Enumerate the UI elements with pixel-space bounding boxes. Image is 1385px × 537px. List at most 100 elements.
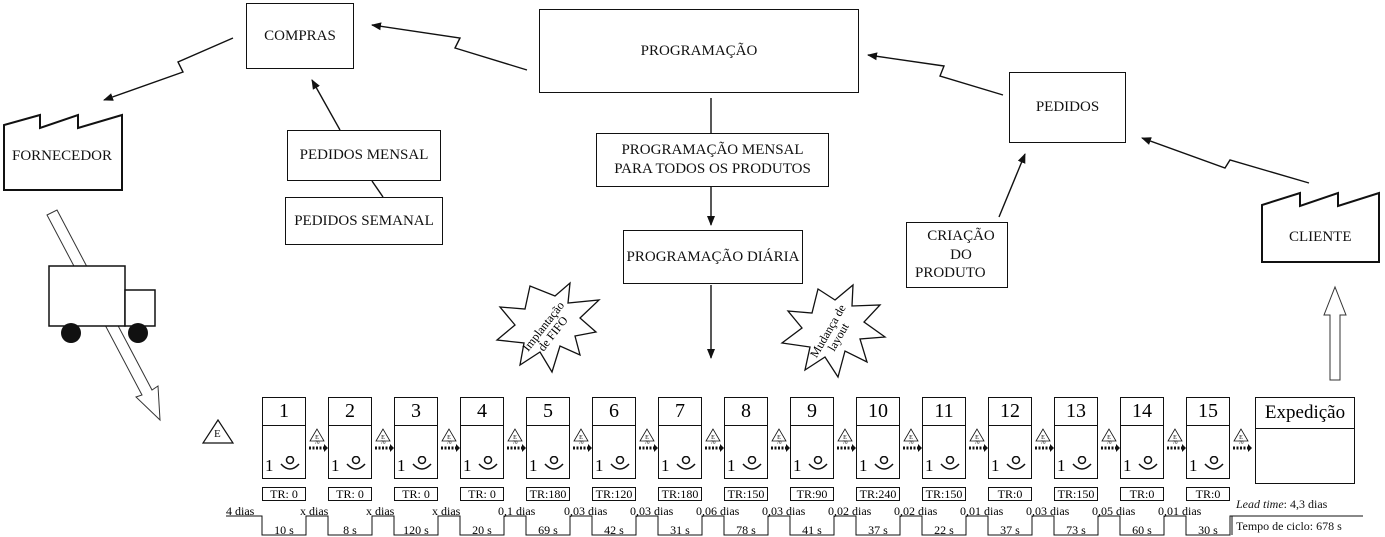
inventory-main-label: E — [214, 428, 221, 440]
timeline-cycle-time: 69 s — [538, 523, 558, 537]
inventory-small-qty: 70 — [843, 441, 849, 446]
process-number: 7 — [659, 398, 701, 426]
process-number: 15 — [1187, 398, 1229, 426]
fornecedor-factory-icon — [3, 113, 123, 191]
timeline-wave — [226, 515, 1252, 536]
timeline-cycle-time: 37 s — [1000, 523, 1020, 537]
inventory-triangle-small — [507, 428, 523, 442]
timeline-wait-time: 0,03 dias — [762, 504, 806, 518]
inventory-small-label: E — [1173, 435, 1177, 441]
expedicao-title: Expedição — [1256, 398, 1354, 429]
timeline-wait-time: 0,06 dias — [696, 504, 740, 518]
timeline-wait-time: 0,03 dias — [630, 504, 674, 518]
inventory-small-label: E — [645, 435, 649, 441]
process-number: 3 — [395, 398, 437, 426]
operator-count: 1 — [265, 456, 274, 475]
timeline-cycle-time: 78 s — [736, 523, 756, 537]
operator-icon — [346, 456, 366, 470]
push-arrow-head — [1116, 444, 1120, 452]
timeline-cycle-time: 73 s — [1066, 523, 1086, 537]
push-arrow-head — [522, 444, 526, 452]
cliente-label: CLIENTE — [1289, 229, 1352, 245]
programacao-box: PROGRAMAÇÃO — [539, 9, 859, 93]
pedidos-semanal-box: PEDIDOS SEMANAL — [285, 197, 443, 245]
compras-box: COMPRAS — [246, 3, 354, 69]
changeover-time: TR:0 — [988, 487, 1032, 501]
timeline-cycle-time: 120 s — [403, 523, 429, 537]
info-arrow-compras-fornecedor — [103, 37, 234, 101]
inventory-small-label: E — [381, 435, 385, 441]
operator-count: 1 — [793, 456, 802, 475]
inventory-triangle-small — [903, 428, 919, 442]
inventory-triangle-small — [573, 428, 589, 442]
inventory-small-label: E — [777, 435, 781, 441]
push-arrow-head — [918, 444, 922, 452]
kaizen-burst-fifo — [495, 281, 601, 374]
operator-icon — [1006, 456, 1026, 470]
changeover-time: TR:0 — [1120, 487, 1164, 501]
operator-icon — [742, 456, 762, 470]
process-number: 5 — [527, 398, 569, 426]
push-arrow-head — [324, 444, 328, 452]
timeline-wait-time: x dias — [300, 504, 329, 518]
inventory-small-qty: 70 — [711, 441, 717, 446]
pedidos-box: PEDIDOS — [1009, 72, 1126, 143]
timeline-cycle-time: 10 s — [274, 523, 294, 537]
operator-count: 1 — [925, 456, 934, 475]
expedicao-box: Expedição — [1255, 397, 1355, 484]
timeline-wait-time: 0,05 dias — [1092, 504, 1136, 518]
inventory-small-qty: 70 — [909, 441, 915, 446]
inventory-small-label: E — [711, 435, 715, 441]
process-number: 1 — [263, 398, 305, 426]
timeline-cycle-time: 20 s — [472, 523, 492, 537]
operator-icon — [940, 456, 960, 470]
process-number: 13 — [1055, 398, 1097, 426]
inventory-small-qty: 70 — [645, 441, 651, 446]
timeline-wait-time: 0,1 dias — [498, 504, 536, 518]
operator-count: 1 — [991, 456, 1000, 475]
timeline-cycle-time: 42 s — [604, 523, 624, 537]
process-number: 9 — [791, 398, 833, 426]
inventory-triangle-small — [639, 428, 655, 442]
info-arrow-pedidos-programacao — [867, 52, 1004, 96]
timeline-wait-time: 0,01 dias — [1158, 504, 1202, 518]
tempo-ciclo-text: Tempo de ciclo: 678 s — [1236, 519, 1342, 533]
push-arrow-head — [984, 444, 988, 452]
process-number: 12 — [989, 398, 1031, 426]
operator-icon — [676, 456, 696, 470]
timeline-cycle-time: 31 s — [670, 523, 690, 537]
operator-icon — [1072, 456, 1092, 470]
process-number: 2 — [329, 398, 371, 426]
inventory-small-label: E — [1041, 435, 1045, 441]
timeline-wait-time: x dias — [432, 504, 461, 518]
timeline-cycle-time: 30 s — [1198, 523, 1218, 537]
operator-count: 1 — [859, 456, 868, 475]
line-mensal-semanal — [371, 180, 384, 198]
inventory-small-label: E — [975, 435, 979, 441]
inventory-small-label: E — [315, 435, 319, 441]
timeline-cycle-time: 37 s — [868, 523, 888, 537]
changeover-time: TR:120 — [592, 487, 636, 501]
operator-count: 1 — [331, 456, 340, 475]
inventory-small-label: E — [447, 435, 451, 441]
timeline-wait-time: 4 dias — [226, 504, 255, 518]
push-arrow-head — [456, 444, 460, 452]
inventory-small-label: E — [843, 435, 847, 441]
inventory-triangle-main — [201, 418, 235, 444]
timeline-wait-time: 0,03 dias — [1026, 504, 1070, 518]
push-arrow-head — [786, 444, 790, 452]
changeover-time: TR: 0 — [328, 487, 372, 501]
changeover-time: TR:150 — [1054, 487, 1098, 501]
inventory-triangle-small — [375, 428, 391, 442]
inventory-triangle-small — [441, 428, 457, 442]
lead-time-text: Lead time: 4,3 dias — [1236, 497, 1328, 511]
programacao-diaria-box: PROGRAMAÇÃO DIÁRIA — [623, 230, 803, 284]
push-arrow-head — [1050, 444, 1054, 452]
